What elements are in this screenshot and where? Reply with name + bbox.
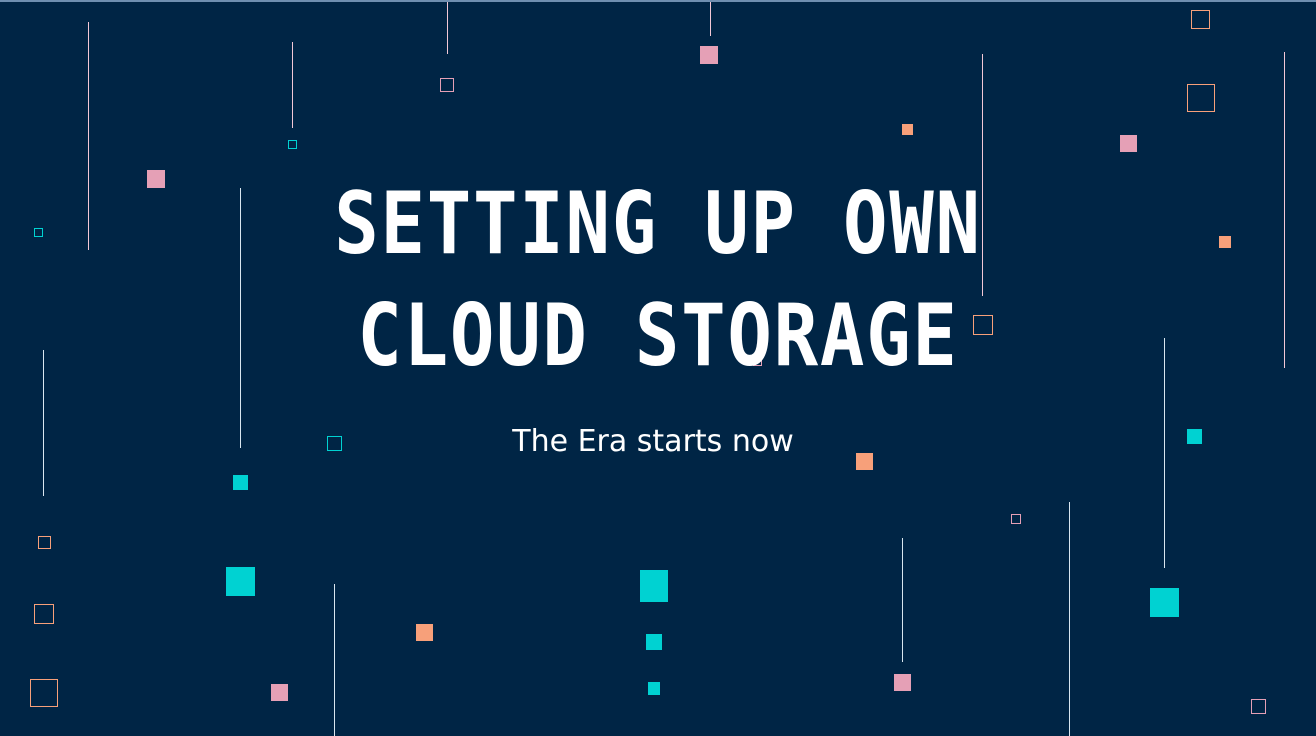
square-icon (34, 228, 43, 237)
square-icon (416, 624, 433, 641)
square-icon (1187, 84, 1215, 112)
square-icon (30, 679, 58, 707)
square-icon (646, 634, 662, 650)
square-icon (233, 475, 248, 490)
square-icon (147, 170, 165, 188)
falling-line (1069, 502, 1070, 736)
square-icon (1251, 699, 1266, 714)
square-icon (856, 453, 873, 470)
falling-line (292, 42, 293, 128)
square-icon (902, 124, 913, 135)
slide-title: SETTING UP OWN CLOUD STORAGE (92, 168, 1224, 392)
square-icon (894, 674, 911, 691)
falling-line (88, 22, 89, 250)
slide-subtitle: The Era starts now (512, 424, 794, 459)
square-icon (440, 78, 454, 92)
falling-line (710, 2, 711, 36)
slide-title-line-2: CLOUD STORAGE (357, 286, 959, 386)
square-icon (327, 436, 342, 451)
square-icon (38, 536, 51, 549)
square-icon (640, 570, 668, 602)
square-icon (1150, 588, 1179, 617)
slide-title-line-1: SETTING UP OWN (334, 174, 982, 274)
square-icon (226, 567, 255, 596)
square-icon (1191, 10, 1210, 29)
square-icon (1011, 514, 1021, 524)
square-icon (1187, 429, 1202, 444)
square-icon (288, 140, 297, 149)
falling-line (1284, 52, 1285, 368)
square-icon (34, 604, 54, 624)
square-icon (753, 357, 762, 366)
falling-line (1164, 338, 1165, 568)
square-icon (1120, 135, 1137, 152)
falling-line (240, 188, 241, 448)
square-icon (700, 46, 718, 64)
square-icon (973, 315, 993, 335)
square-icon (271, 684, 288, 701)
falling-line (902, 538, 903, 662)
falling-line (447, 2, 448, 54)
falling-line (43, 350, 44, 496)
falling-line (982, 54, 983, 296)
square-icon (648, 682, 660, 695)
falling-line (334, 584, 335, 736)
square-icon (1219, 236, 1231, 248)
